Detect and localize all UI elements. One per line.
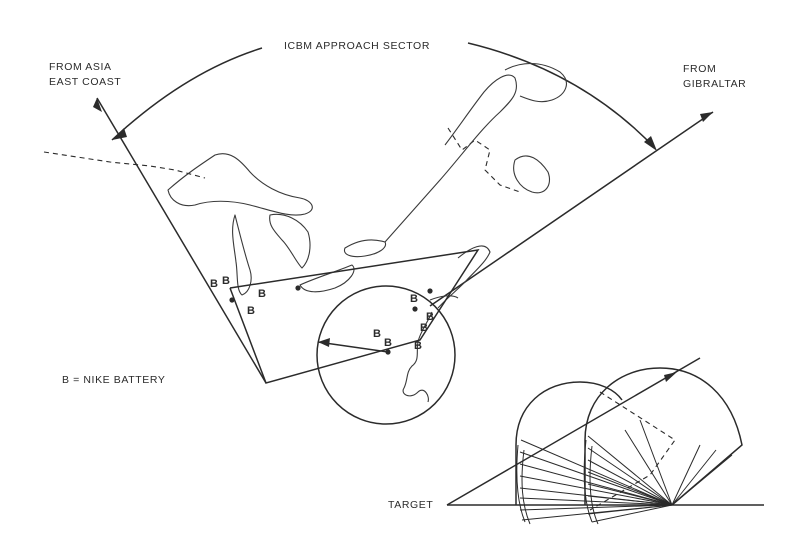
lake-ontario [343, 239, 387, 258]
battery-dot-icon [385, 349, 391, 355]
battery-marker: B [410, 293, 418, 305]
arrowhead-icon [112, 128, 127, 140]
battery-dot-icon [229, 297, 235, 303]
intercept-path [589, 391, 676, 511]
battery-dot-icon [295, 285, 301, 291]
defense-perimeter [229, 249, 480, 384]
legend-label: B = NIKE BATTERY [62, 374, 165, 386]
st-lawrence [384, 74, 518, 243]
battery-marker: B [420, 322, 428, 334]
arrowhead-icon [318, 338, 330, 347]
battery-marker: B [426, 311, 434, 323]
maritimes [513, 155, 550, 194]
arrowhead-icon [700, 112, 713, 122]
from-asia-label: FROM ASIA [49, 61, 112, 73]
lake-michigan [232, 214, 252, 296]
trajectory-from-asia [93, 97, 267, 384]
coverage-dome-1 [515, 381, 623, 505]
arrowhead-icon [93, 98, 102, 112]
from-gibraltar-label-2: GIBRALTAR [683, 78, 746, 90]
map-coastlines [43, 62, 567, 403]
border-line [43, 151, 206, 179]
battery-dots [229, 285, 433, 355]
from-gibraltar-label: FROM [683, 63, 716, 75]
battery-marker: B [373, 328, 381, 340]
approach-sector-arc [111, 42, 657, 151]
trajectory-from-gibraltar [429, 111, 714, 307]
arrowhead-icon [664, 372, 677, 382]
target-label: TARGET [388, 499, 433, 511]
quebec-coast [504, 62, 567, 103]
nike-battery-markers: B B B B B B B B B B [210, 275, 434, 352]
battery-marker: B [384, 337, 392, 349]
inset-trajectory [446, 357, 701, 506]
coverage-circle [316, 285, 456, 425]
battery-dot-icon [412, 306, 418, 312]
stacked-arcs [516, 439, 599, 525]
from-asia-label-2: EAST COAST [49, 76, 121, 88]
battery-marker: B [222, 275, 230, 287]
lake-huron [269, 213, 311, 269]
coverage-dome-2 [584, 367, 743, 506]
lake-superior [167, 153, 313, 216]
arrowhead-icon [644, 136, 657, 151]
lake-erie [299, 264, 355, 293]
battery-marker: B [414, 340, 422, 352]
battery-marker: B [258, 288, 266, 300]
long-island [429, 295, 459, 301]
border-line-east [447, 127, 521, 193]
battery-marker: B [210, 278, 218, 290]
atlantic-coast-south [402, 311, 433, 403]
sector-title: ICBM APPROACH SECTOR [284, 40, 430, 52]
battery-dot-icon [427, 288, 433, 294]
fan-lines [519, 419, 743, 523]
engagement-inset [446, 357, 764, 525]
intercept-arrow [317, 338, 389, 353]
battery-marker: B [247, 305, 255, 317]
